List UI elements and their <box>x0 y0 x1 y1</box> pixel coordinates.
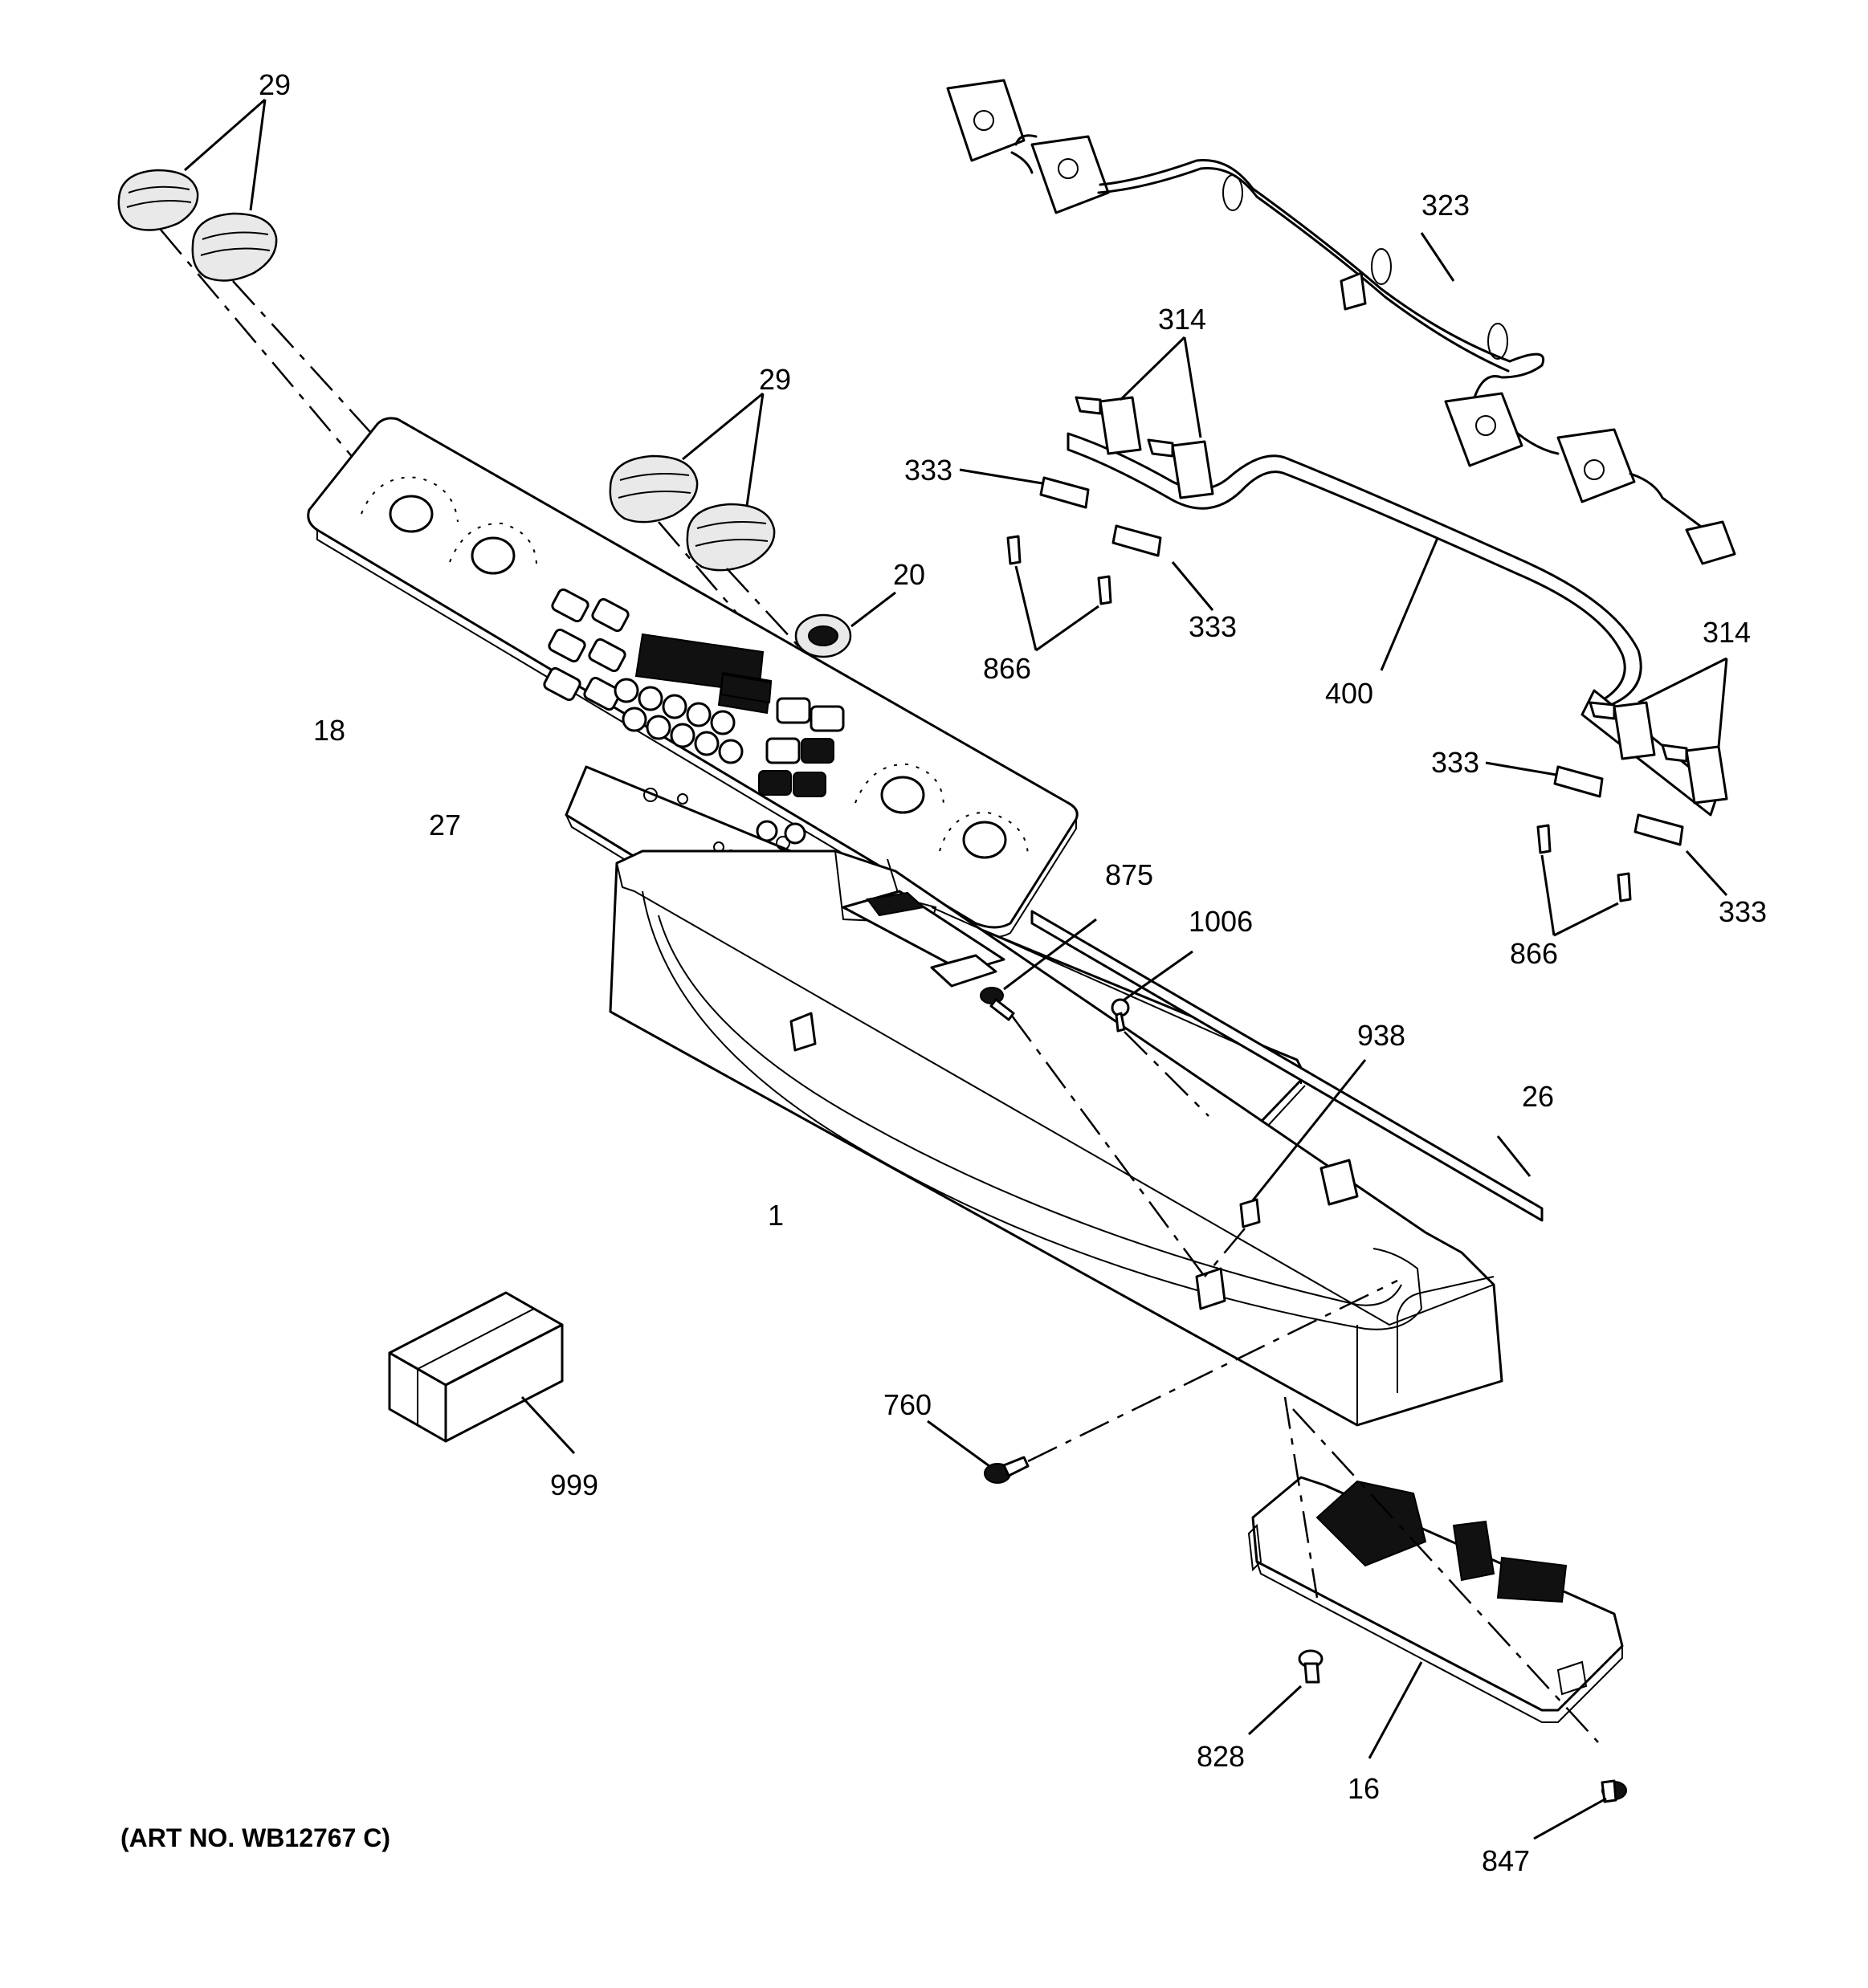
screw-847 <box>1533 1779 1627 1840</box>
leader-29-right <box>682 392 765 507</box>
callout-18: 18 <box>313 714 345 747</box>
knob-29-left-a <box>117 169 199 231</box>
clip-938 <box>1239 1059 1367 1228</box>
callout-333-d: 333 <box>1719 895 1767 928</box>
callout-29-right: 29 <box>759 363 791 396</box>
bracket-333-d <box>1633 813 1728 897</box>
callout-938: 938 <box>1357 1019 1405 1052</box>
screw-1006 <box>1111 950 1193 1033</box>
callout-866-top: 866 <box>983 652 1031 685</box>
callout-27: 27 <box>429 809 461 841</box>
callout-26: 26 <box>1522 1080 1554 1113</box>
callout-29-left: 29 <box>259 68 291 101</box>
centerline-screw-760 <box>1027 1279 1398 1463</box>
knob-29-left-b <box>191 212 278 282</box>
leader-314-top <box>1119 336 1202 438</box>
callout-828: 828 <box>1197 1740 1245 1773</box>
screw-760 <box>927 1420 1030 1484</box>
valve-314-b <box>1147 438 1214 499</box>
number-keys <box>614 678 744 764</box>
centerline-screw-875 <box>1010 1015 1206 1277</box>
bracket-333-b <box>1111 524 1214 611</box>
screws-866-bottom <box>1536 824 1632 937</box>
screw-875 <box>980 918 1097 1021</box>
callout-847: 847 <box>1482 1844 1530 1877</box>
knob-pair-left <box>117 98 278 282</box>
centerline-board-a <box>1283 1396 1319 1599</box>
valve-314-c <box>1589 701 1656 760</box>
callout-333-a: 333 <box>904 454 952 487</box>
callout-333-b: 333 <box>1189 610 1237 643</box>
callout-16: 16 <box>1348 1772 1380 1805</box>
kit-box-999 <box>388 1291 576 1455</box>
knob-insert-20 <box>794 591 896 658</box>
control-panel-18 <box>307 417 1079 938</box>
knob-pair-right <box>609 392 776 572</box>
art-number: (ART NO. WB12767 C) <box>120 1823 390 1852</box>
callout-20: 20 <box>893 558 925 591</box>
callout-999: 999 <box>550 1469 598 1501</box>
callout-314-top: 314 <box>1158 303 1206 336</box>
callout-323: 323 <box>1421 189 1470 222</box>
screws-866-top <box>1006 535 1112 652</box>
centerline-clip-938 <box>1204 1228 1246 1277</box>
knob-29-right-b <box>686 503 776 572</box>
callout-866-bottom: 866 <box>1510 937 1558 970</box>
trim-strip-26 <box>1030 910 1544 1222</box>
wire-harness-323 <box>946 79 1736 565</box>
callout-labels: 29 29 323 314 314 333 333 333 333 866 86… <box>259 68 1767 1877</box>
centerline-screw-1006 <box>1124 1031 1209 1117</box>
callout-314-bottom: 314 <box>1703 616 1751 649</box>
centerline-board-b <box>1292 1408 1599 1743</box>
leader-29-left <box>184 98 267 211</box>
bracket-333-a <box>959 468 1090 509</box>
callout-875: 875 <box>1105 858 1153 891</box>
callout-333-c: 333 <box>1431 746 1479 779</box>
callout-1006: 1006 <box>1189 905 1253 938</box>
callout-400: 400 <box>1325 677 1373 710</box>
screw-828 <box>1247 1649 1324 1736</box>
callout-760: 760 <box>883 1388 932 1421</box>
knob-29-right-a <box>609 454 699 523</box>
control-board-16 <box>1247 1476 1624 1759</box>
bracket-333-c <box>1485 761 1604 798</box>
callout-1: 1 <box>768 1199 784 1232</box>
leader-314-bottom <box>1638 657 1728 748</box>
valve-314-d <box>1661 743 1728 805</box>
